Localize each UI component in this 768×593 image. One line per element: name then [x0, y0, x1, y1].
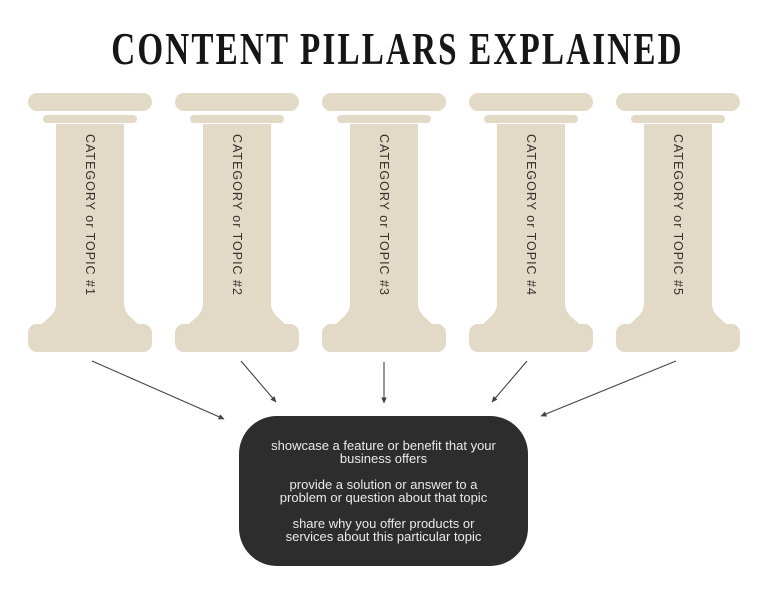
pillar-1: CATEGORY or TOPIC #1	[28, 93, 152, 353]
arrow-pillar-4-to-box	[491, 360, 528, 403]
pillar-2-base	[175, 324, 299, 352]
page-title: CONTENT PILLARS EXPLAINED	[0, 22, 768, 75]
pillar-3-capital	[322, 93, 446, 111]
pillar-3: CATEGORY or TOPIC #3	[322, 93, 446, 353]
pillar-2-label: CATEGORY or TOPIC #2	[230, 134, 244, 296]
pillar-3-base	[322, 324, 446, 352]
page-title-text: CONTENT PILLARS EXPLAINED	[111, 23, 684, 74]
arrow-pillar-2-to-box	[240, 360, 277, 403]
pillar-1-capital-band	[43, 115, 137, 123]
pillar-2-capital-band	[190, 115, 284, 123]
content-idea-3: share why you offer products or services…	[285, 516, 482, 544]
pillar-3-label: CATEGORY or TOPIC #3	[377, 134, 391, 296]
pillar-2-shaft: CATEGORY or TOPIC #2	[203, 124, 271, 306]
pillar-4-base-flare	[483, 306, 579, 324]
pillar-3-base-flare	[336, 306, 432, 324]
pillar-2: CATEGORY or TOPIC #2	[175, 93, 299, 353]
pillar-1-label: CATEGORY or TOPIC #1	[83, 134, 97, 296]
pillar-4: CATEGORY or TOPIC #4	[469, 93, 593, 353]
pillar-1-base	[28, 324, 152, 352]
pillar-5: CATEGORY or TOPIC #5	[616, 93, 740, 353]
pillar-row: CATEGORY or TOPIC #1 CATEGORY or TOPIC #…	[28, 93, 740, 353]
content-idea-2: provide a solution or answer to a proble…	[279, 477, 488, 505]
pillar-4-label: CATEGORY or TOPIC #4	[524, 134, 538, 296]
pillar-5-capital	[616, 93, 740, 111]
pillar-5-shaft: CATEGORY or TOPIC #5	[644, 124, 712, 306]
pillar-1-base-flare	[42, 306, 138, 324]
content-idea-1: showcase a feature or benefit that your …	[271, 438, 496, 466]
pillar-2-base-flare	[189, 306, 285, 324]
pillar-4-capital-band	[484, 115, 578, 123]
content-ideas-box: showcase a feature or benefit that your …	[239, 416, 528, 566]
arrow-pillar-5-to-box	[540, 360, 677, 417]
pillar-5-base	[616, 324, 740, 352]
pillar-2-capital	[175, 93, 299, 111]
pillar-3-shaft: CATEGORY or TOPIC #3	[350, 124, 418, 306]
pillar-1-shaft: CATEGORY or TOPIC #1	[56, 124, 124, 306]
pillar-5-capital-band	[631, 115, 725, 123]
pillar-1-capital	[28, 93, 152, 111]
pillar-4-shaft: CATEGORY or TOPIC #4	[497, 124, 565, 306]
pillar-4-base	[469, 324, 593, 352]
pillar-4-capital	[469, 93, 593, 111]
pillar-5-label: CATEGORY or TOPIC #5	[671, 134, 685, 296]
pillar-5-base-flare	[630, 306, 726, 324]
pillar-3-capital-band	[337, 115, 431, 123]
arrow-pillar-1-to-box	[91, 360, 225, 420]
arrow-group	[91, 360, 677, 420]
